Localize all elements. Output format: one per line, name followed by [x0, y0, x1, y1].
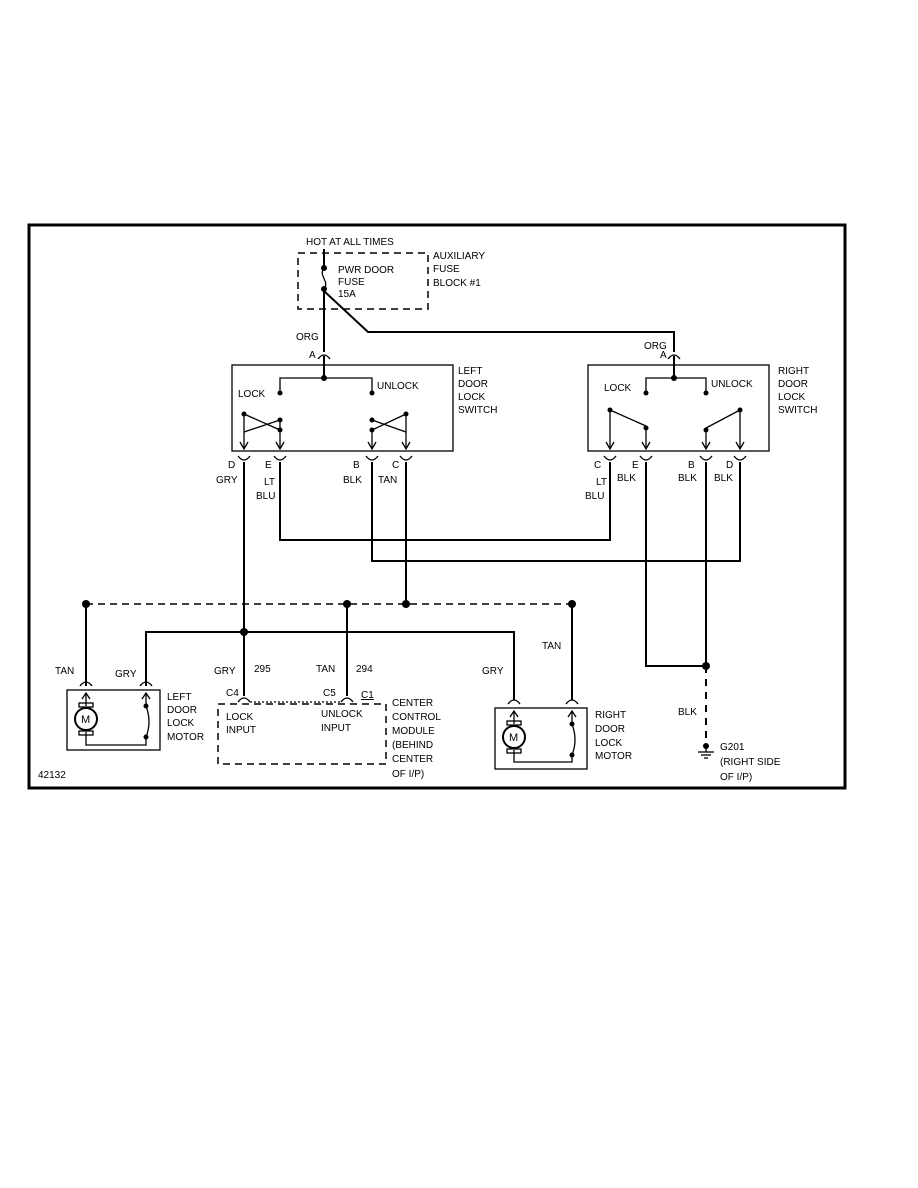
left-switch-name-4: SWITCH — [458, 405, 497, 416]
right-motor-name-1: RIGHT — [595, 710, 626, 721]
wire-gry-left-switch: GRY — [216, 475, 238, 486]
right-switch-unlock-label: UNLOCK — [711, 379, 753, 390]
module-lock-input-2: INPUT — [226, 725, 256, 736]
wire-gry-right-motor: GRY — [482, 666, 504, 677]
hot-at-all-times-label: HOT AT ALL TIMES — [306, 237, 394, 248]
circuit-295: 295 — [254, 664, 271, 675]
left-motor-name-3: LOCK — [167, 718, 195, 729]
module-name-2: CONTROL — [392, 712, 441, 723]
right-switch-name-4: SWITCH — [778, 405, 817, 416]
left-switch-pin-c: C — [392, 460, 399, 471]
fuse-block-label-2: FUSE — [433, 264, 460, 275]
left-switch-unlock-label: UNLOCK — [377, 381, 419, 392]
right-motor-symbol — [502, 725, 526, 749]
wire-blk-right-d: BLK — [714, 473, 733, 484]
wire-blk-left-switch: BLK — [343, 475, 362, 486]
module-name-3: MODULE — [392, 726, 435, 737]
left-motor-name-4: MOTOR — [167, 732, 204, 743]
wire-tan-left-motor: TAN — [55, 666, 74, 677]
wire-ltblu-right-2: BLU — [585, 491, 604, 502]
wire-gry-left-motor: GRY — [115, 669, 137, 680]
right-switch-name-2: DOOR — [778, 379, 808, 390]
ground-name-2: (RIGHT SIDE — [720, 757, 781, 768]
diagram-frame — [27, 223, 847, 790]
right-switch-name-1: RIGHT — [778, 366, 809, 377]
right-switch-pin-b: B — [688, 460, 695, 471]
left-switch-pin-b: B — [353, 460, 360, 471]
right-motor-box — [494, 707, 588, 770]
right-motor-m: M — [509, 732, 518, 744]
wire-tan-left-switch: TAN — [378, 475, 397, 486]
module-lock-input-1: LOCK — [226, 712, 254, 723]
right-switch-pin-c: C — [594, 460, 601, 471]
left-switch-name-1: LEFT — [458, 366, 482, 377]
left-switch-pin-a: A — [309, 350, 316, 361]
ground-name-1: G201 — [720, 742, 745, 753]
fuse-block-label-3: BLOCK #1 — [433, 278, 481, 289]
center-control-module-box — [217, 703, 387, 765]
wire-tan-module: TAN — [316, 664, 335, 675]
right-switch-pin-a: A — [660, 350, 667, 361]
module-name-1: CENTER — [392, 698, 433, 709]
wire-ltblu-right-1: LT — [596, 477, 607, 488]
right-motor-name-4: MOTOR — [595, 751, 632, 762]
right-switch-box — [587, 364, 770, 452]
fuse-element — [321, 267, 327, 290]
left-motor-m: M — [81, 714, 90, 726]
module-unlock-input-1: UNLOCK — [321, 709, 363, 720]
fuse-block-label-1: AUXILIARY — [433, 251, 485, 262]
wire-ltblu-left-2: BLU — [256, 491, 275, 502]
right-switch-pin-d: D — [726, 460, 733, 471]
left-switch-lock-label: LOCK — [238, 389, 266, 400]
ground-name-3: OF I/P) — [720, 772, 752, 783]
wire-blk-right-e: BLK — [617, 473, 636, 484]
right-switch-name-3: LOCK — [778, 392, 806, 403]
module-name-6: OF I/P) — [392, 769, 424, 780]
left-motor-symbol — [74, 707, 98, 731]
left-switch-name-3: LOCK — [458, 392, 486, 403]
right-motor-name-3: LOCK — [595, 738, 623, 749]
right-switch-pin-e: E — [632, 460, 639, 471]
right-motor-name-2: DOOR — [595, 724, 625, 735]
module-pin-c4: C4 — [226, 688, 239, 699]
left-motor-name-2: DOOR — [167, 705, 197, 716]
left-switch-name-2: DOOR — [458, 379, 488, 390]
module-unlock-input-2: INPUT — [321, 723, 351, 734]
wire-blk-right-b: BLK — [678, 473, 697, 484]
wire-ltblu-left-1: LT — [264, 477, 275, 488]
fuse-block-box — [297, 252, 429, 310]
right-switch-lock-label: LOCK — [604, 383, 632, 394]
module-pin-c5: C5 — [323, 688, 336, 699]
fuse-label-1: PWR DOOR — [338, 265, 394, 276]
fuse-label-3: 15A — [338, 289, 356, 300]
module-pin-c1: C1 — [361, 690, 374, 701]
wire-tan-right-motor: TAN — [542, 641, 561, 652]
wire-blk-ground: BLK — [678, 707, 697, 718]
fuse-label-2: FUSE — [338, 277, 365, 288]
wire-gry-module: GRY — [214, 666, 236, 677]
left-switch-box — [231, 364, 454, 452]
wire-org-right: ORG — [644, 341, 667, 352]
figure-id: 42132 — [38, 770, 66, 781]
left-motor-name-1: LEFT — [167, 692, 191, 703]
module-name-4: (BEHIND — [392, 740, 433, 751]
module-name-5: CENTER — [392, 754, 433, 765]
circuit-294: 294 — [356, 664, 373, 675]
wire-org-left: ORG — [296, 332, 319, 343]
left-switch-pin-e: E — [265, 460, 272, 471]
left-motor-box — [66, 689, 161, 751]
left-switch-pin-d: D — [228, 460, 235, 471]
